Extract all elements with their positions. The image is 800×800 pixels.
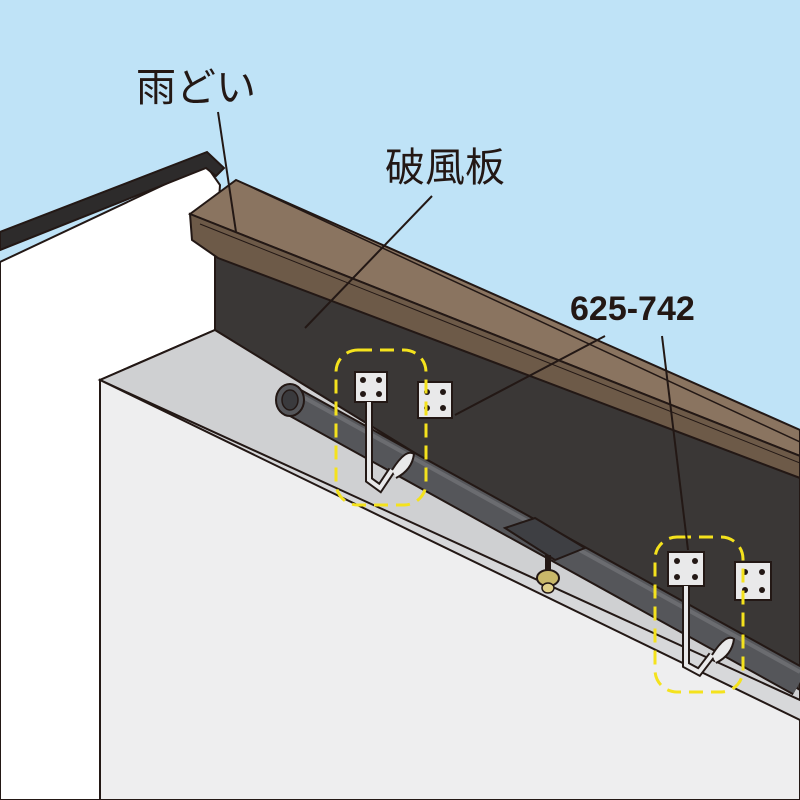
wall-soffit	[97, 328, 800, 702]
gutter-label: 雨どい	[136, 65, 256, 111]
roof-edge	[0, 150, 226, 252]
connector-icon	[502, 516, 588, 594]
bracket-icon	[667, 551, 736, 678]
part-leader-line-2	[661, 335, 689, 551]
highlight-box-2	[653, 535, 745, 694]
bracket-icon	[417, 381, 453, 419]
gutter-leader-line	[217, 111, 237, 233]
fascia-label: 破風板	[385, 145, 505, 191]
bracket-icon	[354, 371, 416, 494]
gutter-rim-line	[199, 223, 800, 464]
part-leader-line-1	[454, 335, 606, 416]
wall-front	[99, 378, 800, 800]
highlight-box-1	[334, 348, 428, 507]
bracket-icon	[734, 561, 772, 601]
gutter-face	[188, 212, 800, 480]
fascia-leader-line	[304, 195, 433, 329]
gutter-edge-line	[235, 179, 800, 443]
part-number-label: 625-742	[570, 290, 695, 328]
